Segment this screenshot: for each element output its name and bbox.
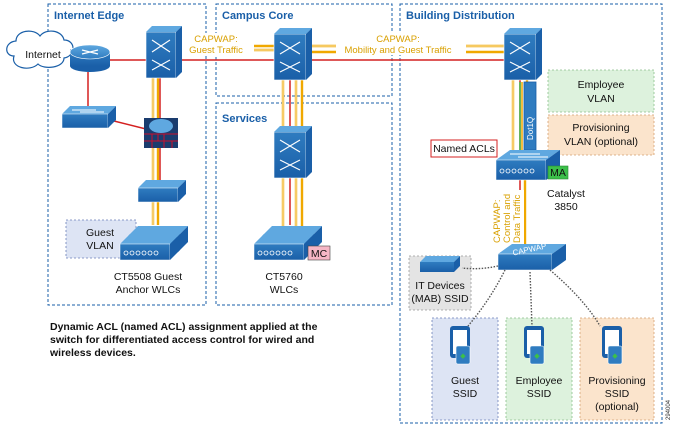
ma-badge-label: MA: [550, 167, 566, 179]
capwap-label-mobility: CAPWAP: Mobility and Guest Traffic: [336, 33, 466, 56]
svg-text:SSID: SSID: [605, 388, 630, 400]
mc-badge-label: MC: [311, 248, 328, 260]
ct5508-wlc: [119, 226, 188, 261]
svg-text:Anchor WLCs: Anchor WLCs: [116, 284, 181, 296]
note-line-3: wireless devices.: [49, 347, 136, 359]
svg-text:IT Devices: IT Devices: [415, 280, 464, 292]
employee-ssid-label: Employee SSID: [516, 375, 563, 400]
edge-router: [69, 44, 111, 72]
mc-badge: MC: [307, 245, 331, 261]
zone-title-campus-core: Campus Core: [222, 10, 294, 22]
capwap-label-guest: CAPWAP: Guest Traffic: [178, 33, 254, 56]
catalyst-label: Catalyst 3850: [547, 188, 585, 213]
svg-text:VLAN: VLAN: [587, 93, 614, 105]
svg-text:Employee: Employee: [578, 79, 625, 91]
provisioning-tablet: ◆: [602, 326, 623, 365]
guest-vlan-label: Guest VLAN: [86, 227, 114, 252]
capwap-guest-line1: CAPWAP:: [194, 34, 237, 45]
svg-text:(MAB) SSID: (MAB) SSID: [411, 293, 469, 305]
figure-id: 294004: [666, 399, 672, 420]
svg-text:SSID: SSID: [453, 388, 478, 400]
svg-text:SSID: SSID: [527, 388, 552, 400]
guest-tablet: ◆: [450, 326, 471, 365]
catalyst-3850: [495, 150, 560, 181]
building-distribution-switch: [503, 28, 542, 81]
provisioning-vlan-label: Provisioning VLAN (optional): [564, 122, 638, 148]
capwap-ctrl-line2: Control and: [502, 194, 513, 243]
edge-access-switch: [61, 106, 116, 129]
svg-text:Guest: Guest: [451, 375, 479, 387]
svg-text:◆: ◆: [612, 353, 618, 360]
capwap-label-control-data: CAPWAP: Control and Data Traffic: [490, 190, 524, 246]
svg-text:Provisioning: Provisioning: [588, 375, 645, 387]
svg-text:CT5508 Guest: CT5508 Guest: [114, 271, 182, 283]
guest-ssid-label: Guest SSID: [451, 375, 479, 400]
core-switch: [273, 28, 312, 81]
access-point: CAPWAP: [497, 242, 566, 271]
svg-text:Employee: Employee: [516, 375, 563, 387]
svg-text:VLAN: VLAN: [86, 240, 113, 252]
dmz-switch: [137, 180, 186, 203]
svg-text:WLCs: WLCs: [270, 284, 299, 296]
svg-text:CT5760: CT5760: [265, 271, 303, 283]
zone-building-distribution: Building Distribution: [399, 3, 663, 424]
ct5760-wlc: [253, 226, 322, 261]
wireless-links: [461, 265, 601, 327]
dot1q-label: Dot1Q: [526, 117, 535, 140]
svg-text:◆: ◆: [460, 353, 466, 360]
employee-vlan-box: [547, 69, 655, 113]
zone-title-internet-edge: Internet Edge: [54, 10, 124, 22]
employee-tablet: ◆: [524, 326, 545, 365]
svg-text:3850: 3850: [554, 201, 578, 213]
dynamic-acl-note: Dynamic ACL (named ACL) assignment appli…: [49, 321, 318, 359]
zone-internet-edge: Internet Edge: [47, 3, 207, 306]
internet-label: Internet: [25, 49, 61, 61]
svg-text:◆: ◆: [534, 353, 540, 360]
svg-text:(optional): (optional): [595, 401, 639, 413]
zone-title-services: Services: [222, 113, 267, 125]
capwap-mobility-line1: CAPWAP:: [376, 34, 419, 45]
note-line-2: switch for differentiated access control…: [50, 334, 314, 346]
zone-services: Services: [215, 102, 393, 306]
note-line-1: Dynamic ACL (named ACL) assignment appli…: [50, 321, 318, 333]
employee-vlan-label: Employee VLAN: [578, 79, 625, 105]
ct5760-label: CT5760 WLCs: [265, 271, 303, 296]
capwap-ctrl-line3: Data Traffic: [512, 194, 523, 243]
it-device-printer: [420, 256, 460, 272]
edge-distribution-switch: [145, 26, 182, 79]
named-acls-box: Named ACLs: [430, 139, 498, 158]
internet-cloud: Internet: [6, 30, 74, 69]
capwap-guest-line2: Guest Traffic: [189, 45, 243, 56]
provisioning-vlan-box: [547, 114, 655, 156]
svg-text:VLAN (optional): VLAN (optional): [564, 136, 638, 148]
named-acls-label: Named ACLs: [433, 143, 495, 155]
capwap-mobility-line2: Mobility and Guest Traffic: [344, 45, 451, 56]
ma-badge: MA: [547, 165, 569, 180]
services-switch: [273, 126, 312, 179]
it-devices-label: IT Devices (MAB) SSID: [411, 280, 469, 305]
zone-title-building-distribution: Building Distribution: [406, 10, 515, 22]
capwap-ctrl-line1: CAPWAP:: [492, 200, 503, 243]
svg-text:Provisioning: Provisioning: [572, 122, 629, 134]
svg-text:Catalyst: Catalyst: [547, 188, 585, 200]
firewall: [144, 118, 178, 148]
ct5508-label: CT5508 Guest Anchor WLCs: [114, 271, 182, 296]
svg-text:Guest: Guest: [86, 227, 114, 239]
provisioning-ssid-label: Provisioning SSID (optional): [588, 375, 645, 413]
dot1q-trunk: Dot1Q: [519, 81, 537, 151]
